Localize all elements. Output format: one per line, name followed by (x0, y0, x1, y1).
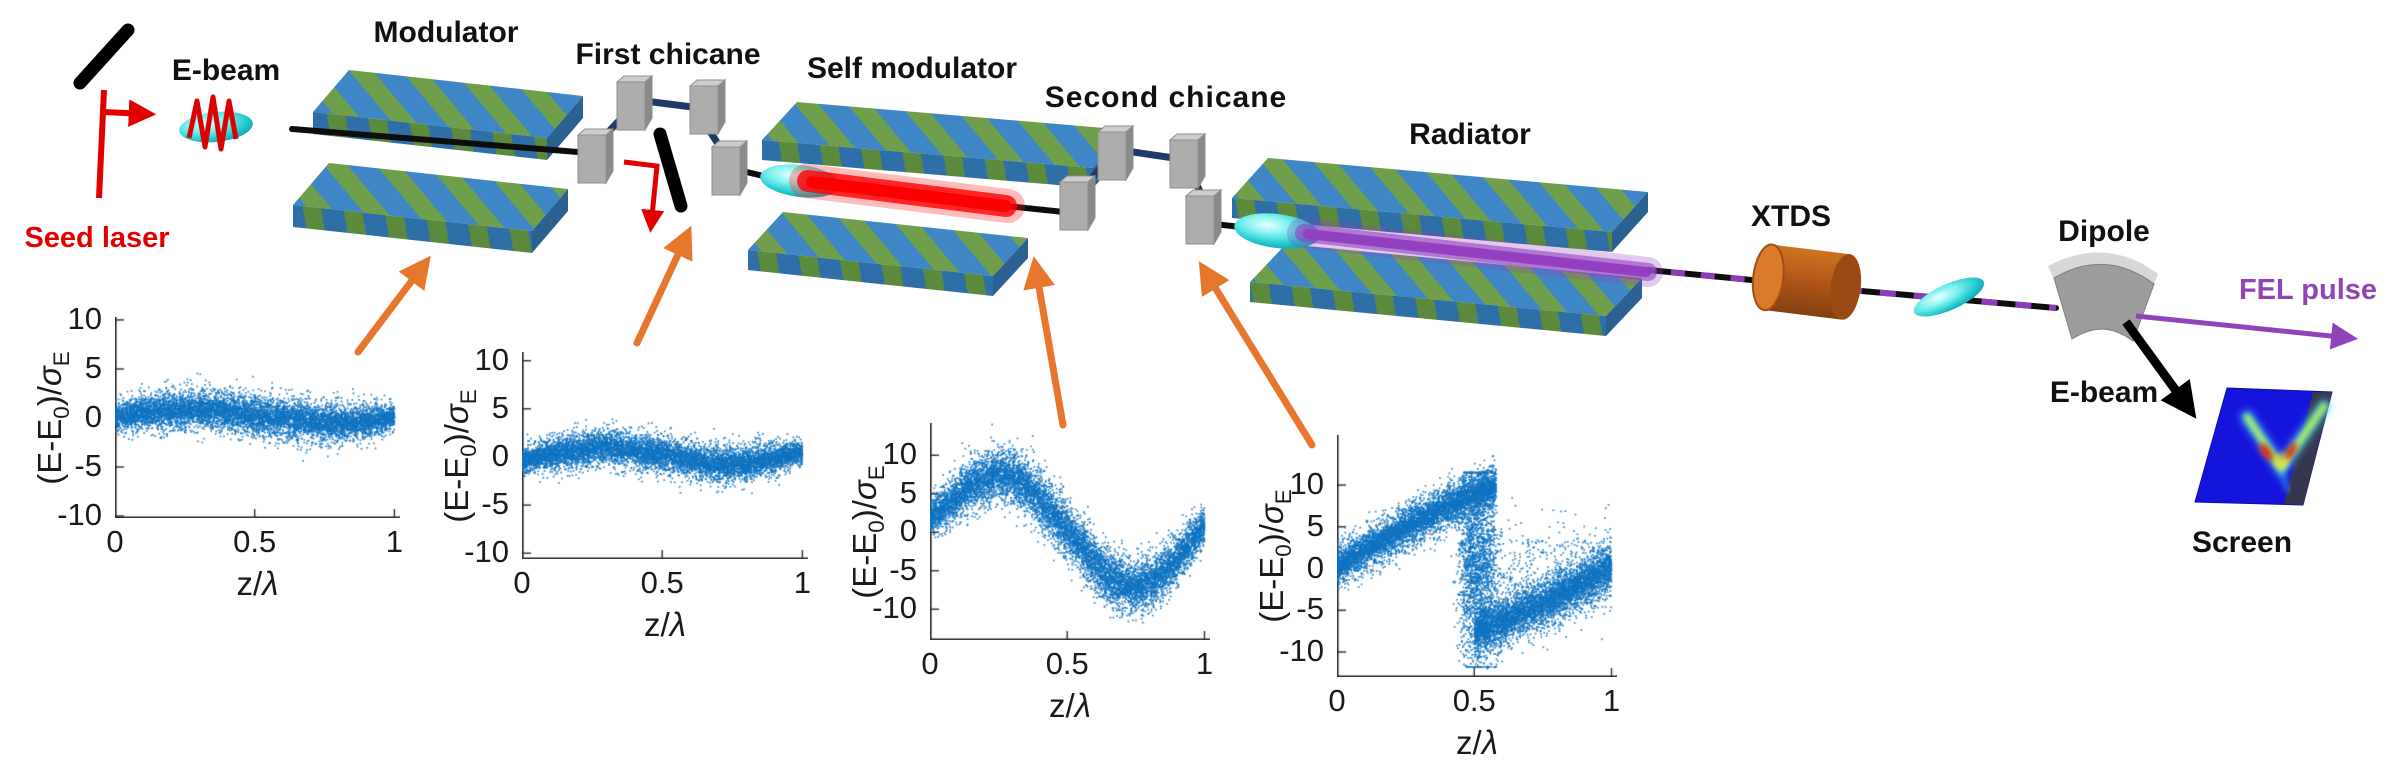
seed-laser-beam (96, 89, 157, 199)
self-modulator-label: Self modulator (806, 52, 1018, 85)
focusing-lens (1913, 277, 1985, 317)
y-tick-label: 0 (899, 513, 917, 549)
y-tick-label: -10 (57, 497, 102, 533)
scatter-plot-3 (930, 423, 1210, 640)
fel-radiation-in-radiator (1287, 218, 1663, 287)
y-tick-label: 5 (84, 349, 102, 385)
dipole-magnet (2048, 252, 2158, 342)
seed-laser-in-self-modulator (789, 164, 1025, 223)
y-tick-label: -5 (74, 448, 102, 483)
y-tick-label: 0 (1306, 549, 1324, 585)
y-tick-label: 10 (882, 436, 917, 472)
y-tick-label: 0 (84, 398, 102, 434)
scatter-plot-1 (115, 317, 400, 518)
screen-monitor (2194, 387, 2333, 506)
y-axis-label: (E-E0)/σE (1253, 489, 1296, 623)
dipole-label: Dipole (2058, 215, 2150, 248)
scatter-plot-4 (1337, 435, 1617, 677)
x-tick-label: 1 (385, 524, 404, 559)
seed-laser-mirror (73, 23, 135, 90)
y-tick-label: 5 (899, 474, 917, 510)
x-tick-label: 0.5 (1452, 683, 1496, 718)
x-tick-label: 0 (106, 524, 124, 559)
modulator-undulator (293, 70, 583, 253)
x-tick-label: 0 (921, 646, 939, 681)
y-tick-label: -5 (1296, 591, 1324, 627)
screen-v-streak (2239, 398, 2332, 493)
x-axis-label: z/λ (236, 565, 279, 602)
x-tick-label: 1 (1195, 646, 1214, 681)
annotation-arrows (354, 225, 1316, 449)
y-tick-label: -10 (1279, 632, 1324, 668)
xtds-cavity (1751, 243, 1862, 320)
y-axis-label: (E-E0)/σE (438, 388, 481, 523)
self-modulator-undulator (748, 102, 1128, 296)
x-axis-label: z/λ (644, 606, 686, 643)
laser-dump-mirror (653, 127, 688, 213)
x-tick-label: 0.5 (640, 565, 684, 600)
scatter-plot-2 (522, 352, 808, 559)
x-tick-label: 1 (1602, 683, 1621, 718)
x-axis-label: z/λ (1456, 724, 1498, 761)
dumped-laser-arrow (623, 159, 665, 233)
x-tick-label: 0 (513, 565, 531, 600)
fel-pulse-label: FEL pulse (2238, 274, 2378, 306)
e-beam-in-label: E-beam (171, 54, 281, 87)
y-tick-label: 10 (1289, 466, 1324, 502)
fel-pulse-arrow (2135, 313, 2359, 350)
first-chicane-magnets (576, 74, 749, 197)
second-chicane-magnets (1058, 124, 1223, 246)
x-tick-label: 0 (1328, 683, 1346, 718)
x-tick-label: 1 (793, 565, 812, 600)
radiator-undulator (1232, 158, 1648, 336)
screen-label: Screen (2191, 526, 2293, 559)
annotation-arrow-4 (1198, 261, 1316, 449)
second-chicane-label: Second chicane (1044, 81, 1288, 114)
y-tick-label: 10 (67, 300, 102, 336)
first-chicane-label: First chicane (575, 38, 761, 71)
radiator-label: Radiator (1409, 118, 1531, 151)
e-beam-wiggle (186, 94, 239, 152)
y-tick-label: -5 (481, 486, 509, 522)
xtds-label: XTDS (1750, 200, 1832, 233)
y-tick-label: 10 (474, 341, 509, 377)
x-tick-label: 0.5 (1045, 646, 1089, 681)
y-tick-label: -5 (889, 551, 917, 587)
y-axis-label: (E-E0)/σE (31, 350, 74, 485)
modulator-label: Modulator (373, 16, 519, 49)
y-axis-label: (E-E0)/σE (846, 464, 889, 599)
seed-laser-label: Seed laser (24, 222, 170, 254)
annotation-arrow-3 (1023, 256, 1067, 429)
y-tick-label: 5 (1306, 507, 1324, 543)
annotation-arrow-2 (633, 225, 693, 347)
e-beam-out-label: E-beam (2049, 376, 2159, 409)
y-tick-label: 5 (491, 389, 509, 425)
e-beam-arrow (2122, 319, 2197, 419)
y-tick-label: -10 (464, 534, 509, 570)
x-axis-label: z/λ (1049, 687, 1091, 724)
y-tick-label: -10 (872, 590, 917, 626)
x-tick-label: 0.5 (233, 524, 277, 559)
y-tick-label: 0 (491, 437, 509, 473)
